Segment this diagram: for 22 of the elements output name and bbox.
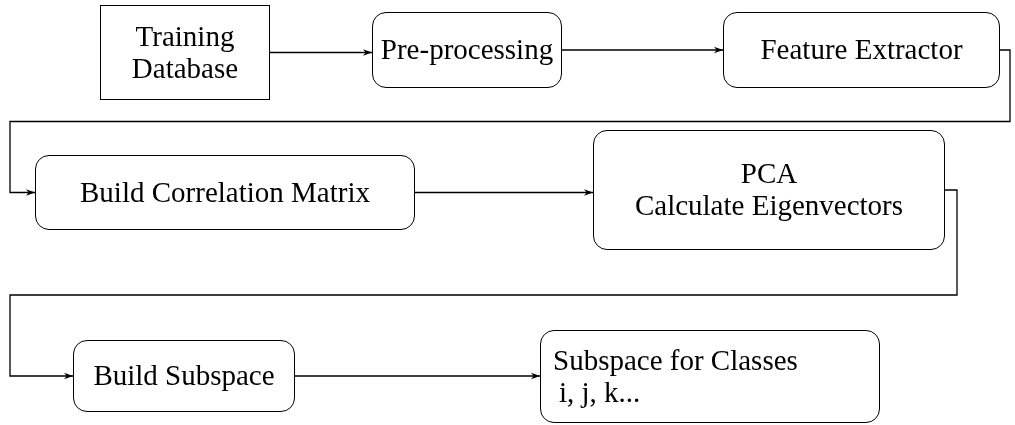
box-text: i, j, k...	[559, 376, 641, 409]
process-box	[35, 155, 415, 230]
arrow	[294, 372, 541, 380]
box-text: Pre-processing	[379, 34, 555, 66]
process-box	[540, 330, 880, 423]
process-box	[723, 12, 1000, 88]
box-text: Subspace for Classes	[553, 344, 799, 377]
process-box	[593, 130, 945, 250]
arrow	[9, 189, 958, 380]
arrow	[9, 49, 1011, 196]
box-text: Feature Extractor	[759, 34, 964, 66]
arrow	[269, 49, 373, 56]
arrow	[561, 46, 724, 54]
process-box	[372, 12, 562, 88]
box-text: Training Database	[130, 20, 240, 85]
process-box	[73, 340, 295, 412]
box-text: Build Subspace	[92, 360, 276, 392]
box-text: Calculate Eigenvectors	[633, 190, 905, 222]
input-box	[100, 5, 270, 100]
box-text: PCA	[739, 158, 799, 190]
arrow	[414, 189, 594, 196]
box-text: Build Correlation Matrix	[79, 176, 371, 209]
